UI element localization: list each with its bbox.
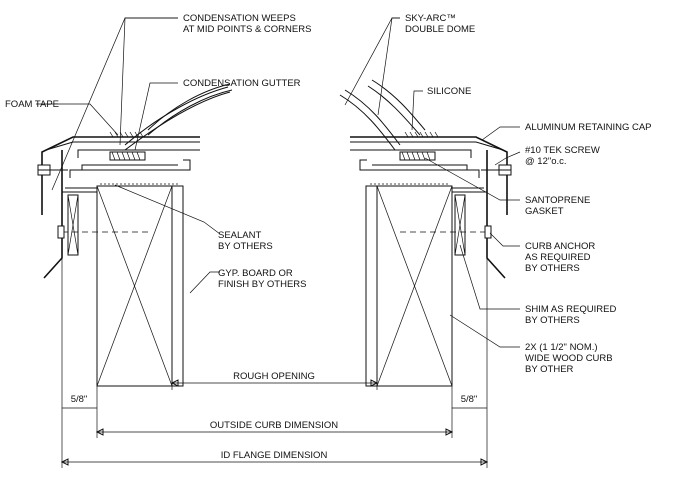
dim-id-flange: ID FLANGE DIMENSION (221, 450, 328, 461)
right-flange (486, 150, 506, 279)
label-gasket: GASKET (525, 206, 564, 217)
label-condensation-weeps: CONDENSATION WEEPS (183, 13, 296, 24)
dimension-lines (60, 258, 489, 468)
labels: CONDENSATION WEEPS AT MID POINTS & CORNE… (5, 13, 652, 375)
dim-left-five-eighths: 5/8" (71, 394, 88, 405)
label-double-dome: DOUBLE DOME (405, 24, 475, 35)
label-condensation-gutter: CONDENSATION GUTTER (183, 78, 301, 89)
leader-lines (36, 17, 521, 348)
right-gasket (399, 151, 436, 161)
left-dome (124, 83, 233, 151)
label-santoprene: SANTOPRENE (525, 195, 590, 206)
right-curb-assembly (350, 131, 512, 387)
left-gasket (109, 151, 146, 161)
left-gyp-board (171, 185, 184, 387)
left-curb-assembly (37, 131, 200, 387)
label-by-other: BY OTHER (525, 364, 574, 375)
label-tek-screw: #10 TEK SCREW (525, 145, 600, 156)
label-sealant-by-others: BY OTHERS (218, 241, 273, 252)
label-shim-by-others: BY OTHERS (525, 315, 580, 326)
label-sky-arc: SKY-ARC™ (405, 13, 456, 24)
dim-outside-curb: OUTSIDE CURB DIMENSION (210, 420, 338, 431)
dim-rough-opening: ROUGH OPENING (233, 371, 315, 382)
dimension-text: ROUGH OPENING 5/8" 5/8" OUTSIDE CURB DIM… (71, 371, 478, 461)
label-foam-tape: FOAM TAPE (5, 99, 59, 110)
right-gyp-board (365, 185, 378, 387)
label-tek-screw-2: @ 12"o.c. (525, 156, 567, 167)
dim-right-five-eighths: 5/8" (461, 394, 478, 405)
label-silicone: SILICONE (427, 86, 471, 97)
label-wood-curb-2: WIDE WOOD CURB (525, 353, 613, 364)
label-wood-curb: 2X (1 1/2" NOM.) (525, 342, 598, 353)
label-anchor-by-others: BY OTHERS (525, 263, 580, 274)
left-flange (43, 150, 63, 279)
label-aluminum-cap: ALUMINUM RETAINING CAP (525, 122, 652, 133)
label-curb-anchor: CURB ANCHOR (525, 241, 595, 252)
label-condensation-weeps-2: AT MID POINTS & CORNERS (183, 24, 311, 35)
label-sealant: SEALANT (218, 230, 261, 241)
label-gyp-board: GYP. BOARD OR (218, 268, 293, 279)
label-as-required: AS REQUIRED (525, 252, 591, 263)
label-finish-by-others: FINISH BY OTHERS (218, 279, 307, 290)
left-aluminum-cap (41, 136, 200, 215)
right-dome (339, 79, 426, 151)
label-shim: SHIM AS REQUIRED (525, 304, 616, 315)
